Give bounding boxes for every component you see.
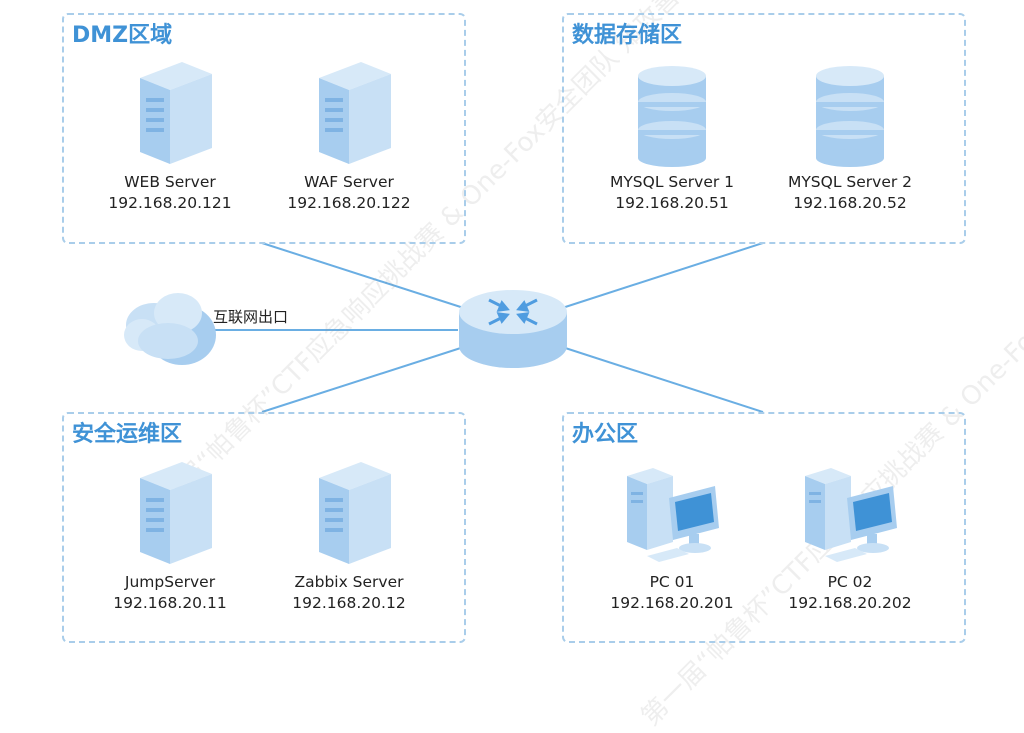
server-name: WAF Server <box>304 173 394 191</box>
node-mysql-server-1: MYSQL Server 1 192.168.20.51 <box>587 58 757 214</box>
zone-dmz: DMZ区域 <box>62 13 466 244</box>
connection-lines <box>205 242 764 413</box>
server-ip: 192.168.20.52 <box>793 194 907 212</box>
desktop-pc-icon <box>805 468 897 562</box>
server-ip: 192.168.20.122 <box>287 194 411 212</box>
router <box>457 284 569 378</box>
desktop-pc-icon <box>627 468 719 562</box>
link-dmz <box>261 242 471 311</box>
node-web-server: WEB Server 192.168.20.121 <box>85 58 255 214</box>
zone-ops: 安全运维区 <box>62 412 466 643</box>
server-tower-icon <box>319 462 391 564</box>
server-ip: 192.168.20.12 <box>292 594 406 612</box>
database-icon <box>638 66 706 167</box>
node-mysql-server-2: MYSQL Server 2 192.168.20.52 <box>765 58 935 214</box>
node-zabbix-server: Zabbix Server 192.168.20.12 <box>264 458 434 614</box>
link-storage <box>555 242 764 311</box>
server-ip: 192.168.20.121 <box>108 194 232 212</box>
server-tower-icon <box>140 462 212 564</box>
server-name: Zabbix Server <box>294 573 404 591</box>
database-icon <box>816 66 884 167</box>
zone-title: 办公区 <box>572 422 639 447</box>
server-name: JumpServer <box>124 573 216 591</box>
zone-title: 安全运维区 <box>72 422 183 447</box>
server-ip: 192.168.20.51 <box>615 194 729 212</box>
router-icon <box>459 290 567 368</box>
node-waf-server: WAF Server 192.168.20.122 <box>264 58 434 214</box>
link-office <box>555 344 764 413</box>
zone-title: 数据存储区 <box>572 23 683 48</box>
server-name: MYSQL Server 2 <box>787 173 913 191</box>
link-ops <box>261 344 471 413</box>
node-pc-02: PC 02 192.168.20.202 <box>765 458 935 614</box>
node-jumpserver: JumpServer 192.168.20.11 <box>85 458 255 614</box>
pc-ip: 192.168.20.201 <box>610 594 734 612</box>
server-ip: 192.168.20.11 <box>113 594 227 612</box>
cloud-icon <box>124 293 216 365</box>
pc-ip: 192.168.20.202 <box>788 594 912 612</box>
zone-storage: 数据存储区 <box>562 13 966 244</box>
server-name: MYSQL Server 1 <box>609 173 735 191</box>
internet-label: 互联网出口 <box>213 308 289 326</box>
pc-name: PC 01 <box>649 573 695 591</box>
internet-cloud <box>120 285 220 374</box>
node-pc-01: PC 01 192.168.20.201 <box>587 458 757 614</box>
server-tower-icon <box>140 62 212 164</box>
zone-office: 办公区 <box>562 412 966 643</box>
server-name: WEB Server <box>124 173 216 191</box>
pc-name: PC 02 <box>827 573 873 591</box>
server-tower-icon <box>319 62 391 164</box>
zone-title: DMZ区域 <box>72 23 173 48</box>
